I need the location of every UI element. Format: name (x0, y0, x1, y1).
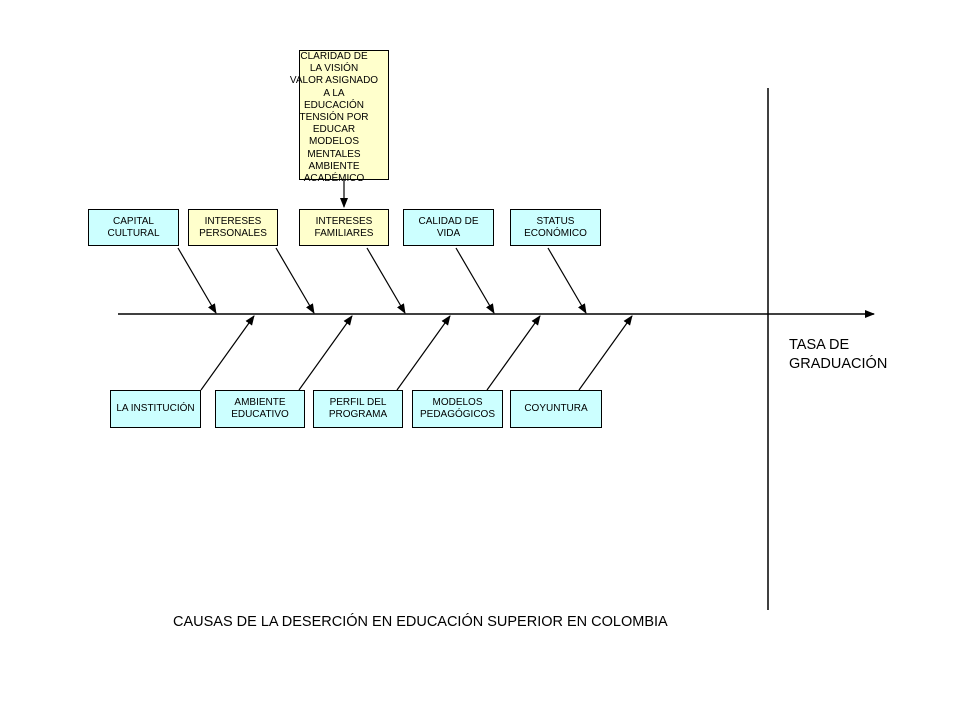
top-rib-4 (455, 247, 495, 314)
sub-cause-text: CLARIDAD DE LA VISIÓN VALOR ASIGNADO A L… (289, 51, 379, 185)
cause-label: LA INSTITUCIÓN (116, 403, 195, 414)
cause-box-modelos-pedagogicos: MODELOS PEDAGÓGICOS (412, 390, 503, 428)
bottom-rib-5 (578, 315, 633, 391)
cause-label: CALIDAD DE VIDA (418, 215, 479, 239)
cause-box-capital-cultural: CAPITAL CULTURAL (88, 209, 179, 246)
cause-label: CAPITAL CULTURAL (107, 215, 160, 239)
cause-label: INTERESES FAMILIARES (314, 215, 374, 239)
cause-box-la-institucion: LA INSTITUCIÓN (110, 390, 201, 428)
cause-label: INTERESES PERSONALES (199, 215, 267, 239)
diagram-caption: CAUSAS DE LA DESERCIÓN EN EDUCACIÓN SUPE… (173, 614, 668, 630)
top-rib-1 (177, 247, 217, 314)
cause-box-intereses-personales: INTERESES PERSONALES (188, 209, 278, 246)
top-rib-5 (547, 247, 587, 314)
cause-label: COYUNTURA (524, 403, 588, 414)
cause-label: STATUS ECONÓMICO (524, 215, 587, 239)
cause-box-coyuntura: COYUNTURA (510, 390, 602, 428)
cause-label: PERFIL DEL PROGRAMA (328, 397, 388, 420)
top-rib-2 (275, 247, 315, 314)
bottom-rib-4 (486, 315, 541, 391)
cause-box-perfil-del-programa: PERFIL DEL PROGRAMA (313, 390, 403, 428)
top-rib-3 (366, 247, 406, 314)
cause-label: MODELOS PEDAGÓGICOS (419, 397, 495, 420)
effect-label: TASA DE GRADUACIÓN (789, 337, 888, 372)
cause-box-calidad-de-vida: CALIDAD DE VIDA (403, 209, 494, 246)
bottom-rib-2 (298, 315, 353, 391)
cause-label: AMBIENTE EDUCATIVO (231, 397, 289, 420)
bottom-rib-1 (200, 315, 255, 391)
cause-box-intereses-familiares: INTERESES FAMILIARES (299, 209, 389, 246)
sub-cause-box: CLARIDAD DE LA VISIÓN VALOR ASIGNADO A L… (290, 50, 389, 184)
cause-box-status-economico: STATUS ECONÓMICO (510, 209, 601, 246)
bottom-rib-3 (396, 315, 451, 391)
cause-box-ambiente-educativo: AMBIENTE EDUCATIVO (215, 390, 305, 428)
